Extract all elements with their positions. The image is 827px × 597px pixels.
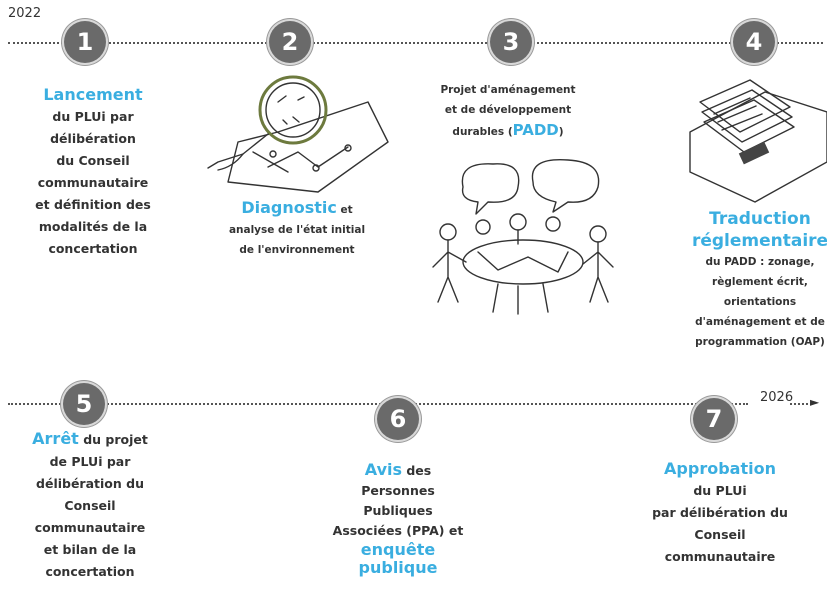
step-5-line: concertation — [45, 564, 135, 579]
step-1-line: concertation — [48, 241, 138, 256]
step-2-badge: 2 — [269, 21, 311, 63]
step-3-badge: 3 — [490, 21, 532, 63]
step-5-title: Arrêt — [32, 429, 79, 448]
people-discussion-icon — [432, 158, 614, 315]
step-7-title: Approbation — [664, 459, 776, 478]
step-6-badge: 6 — [377, 398, 419, 440]
step-4-line: orientations — [723, 296, 797, 308]
start-year: 2022 — [8, 6, 42, 21]
step-3-text: Projet d'aménagement et de développement… — [418, 80, 598, 142]
step-2-line: analyse de l'état initial — [228, 224, 366, 236]
step-3-line: et de développement — [444, 104, 572, 116]
step-4-line: d'aménagement et de — [695, 316, 825, 328]
step-2-line: de l'environnement — [239, 244, 355, 256]
timeline-line-top — [8, 42, 823, 44]
step-3-last-suffix: ) — [558, 126, 564, 138]
step-7-line: par délibération du — [652, 505, 788, 520]
end-year: 2026 — [760, 390, 794, 405]
step-1-line: et définition des — [35, 197, 151, 212]
step-5-text: Arrêt du projet de PLUi par délibération… — [15, 428, 165, 583]
step-5-line: Conseil — [64, 498, 116, 513]
step-6-title: Avis — [364, 460, 402, 479]
step-5-line: et bilan de la — [43, 542, 137, 557]
step-5-line: délibération du — [36, 476, 144, 491]
timeline-line-bottom — [8, 403, 748, 405]
step-2-title-suffix: et — [340, 204, 353, 216]
step-4-line: du PADD : zonage, — [705, 256, 815, 268]
step-4-text: Traduction réglementaire du PADD : zonag… — [680, 208, 827, 352]
step-6-title2-line: publique — [358, 558, 438, 577]
step-4-line: règlement écrit, — [712, 276, 808, 288]
step-6-line: Publiques — [363, 503, 433, 518]
step-3-line: Projet d'aménagement — [440, 84, 576, 96]
step-6-line: Associées (PPA) et — [332, 523, 464, 538]
step-7-badge: 7 — [693, 398, 735, 440]
step-3-highlight: PADD — [512, 121, 559, 139]
step-4-title-line: Traduction — [709, 209, 811, 229]
step-1-badge: 1 — [64, 21, 106, 63]
step-6-title2-line: enquête — [360, 540, 436, 559]
step-2-title: Diagnostic — [241, 198, 337, 217]
step-1-line: du Conseil — [56, 153, 130, 168]
documents-stack-icon — [689, 79, 827, 203]
step-6-text: Avis des Personnes Publiques Associées (… — [318, 460, 478, 577]
step-4-line: programmation (OAP) — [695, 336, 825, 348]
step-6-title-suffix: des — [406, 463, 432, 478]
step-2-text: Diagnostic et analyse de l'état initial … — [212, 198, 382, 260]
step-3-last-prefix: durables ( — [452, 126, 513, 138]
step-4-badge: 4 — [733, 21, 775, 63]
step-7-line: communautaire — [664, 549, 776, 564]
step-1-line: modalités de la — [38, 219, 148, 234]
step-7-line: Conseil — [694, 527, 746, 542]
step-5-line: communautaire — [34, 520, 146, 535]
step-1-title: Lancement — [43, 85, 143, 104]
timeline-arrow-icon: ► — [810, 395, 820, 409]
step-5-line: de PLUi par — [49, 454, 131, 469]
magnifier-map-icon — [207, 75, 389, 193]
step-5-badge: 5 — [63, 383, 105, 425]
step-1-line: du PLUi par — [52, 109, 134, 124]
step-5-title-suffix: du projet — [83, 432, 148, 447]
step-7-line: du PLUi — [693, 483, 747, 498]
step-6-line: Personnes — [361, 483, 435, 498]
step-1-line: communautaire — [37, 175, 149, 190]
timeline-line-bottom-end — [790, 403, 812, 405]
step-4-title-line: réglementaire — [691, 231, 827, 251]
step-1-line: délibération — [50, 131, 136, 146]
step-7-text: Approbation du PLUi par délibération du … — [635, 458, 805, 568]
step-1-text: Lancement du PLUi par délibération du Co… — [18, 84, 168, 260]
